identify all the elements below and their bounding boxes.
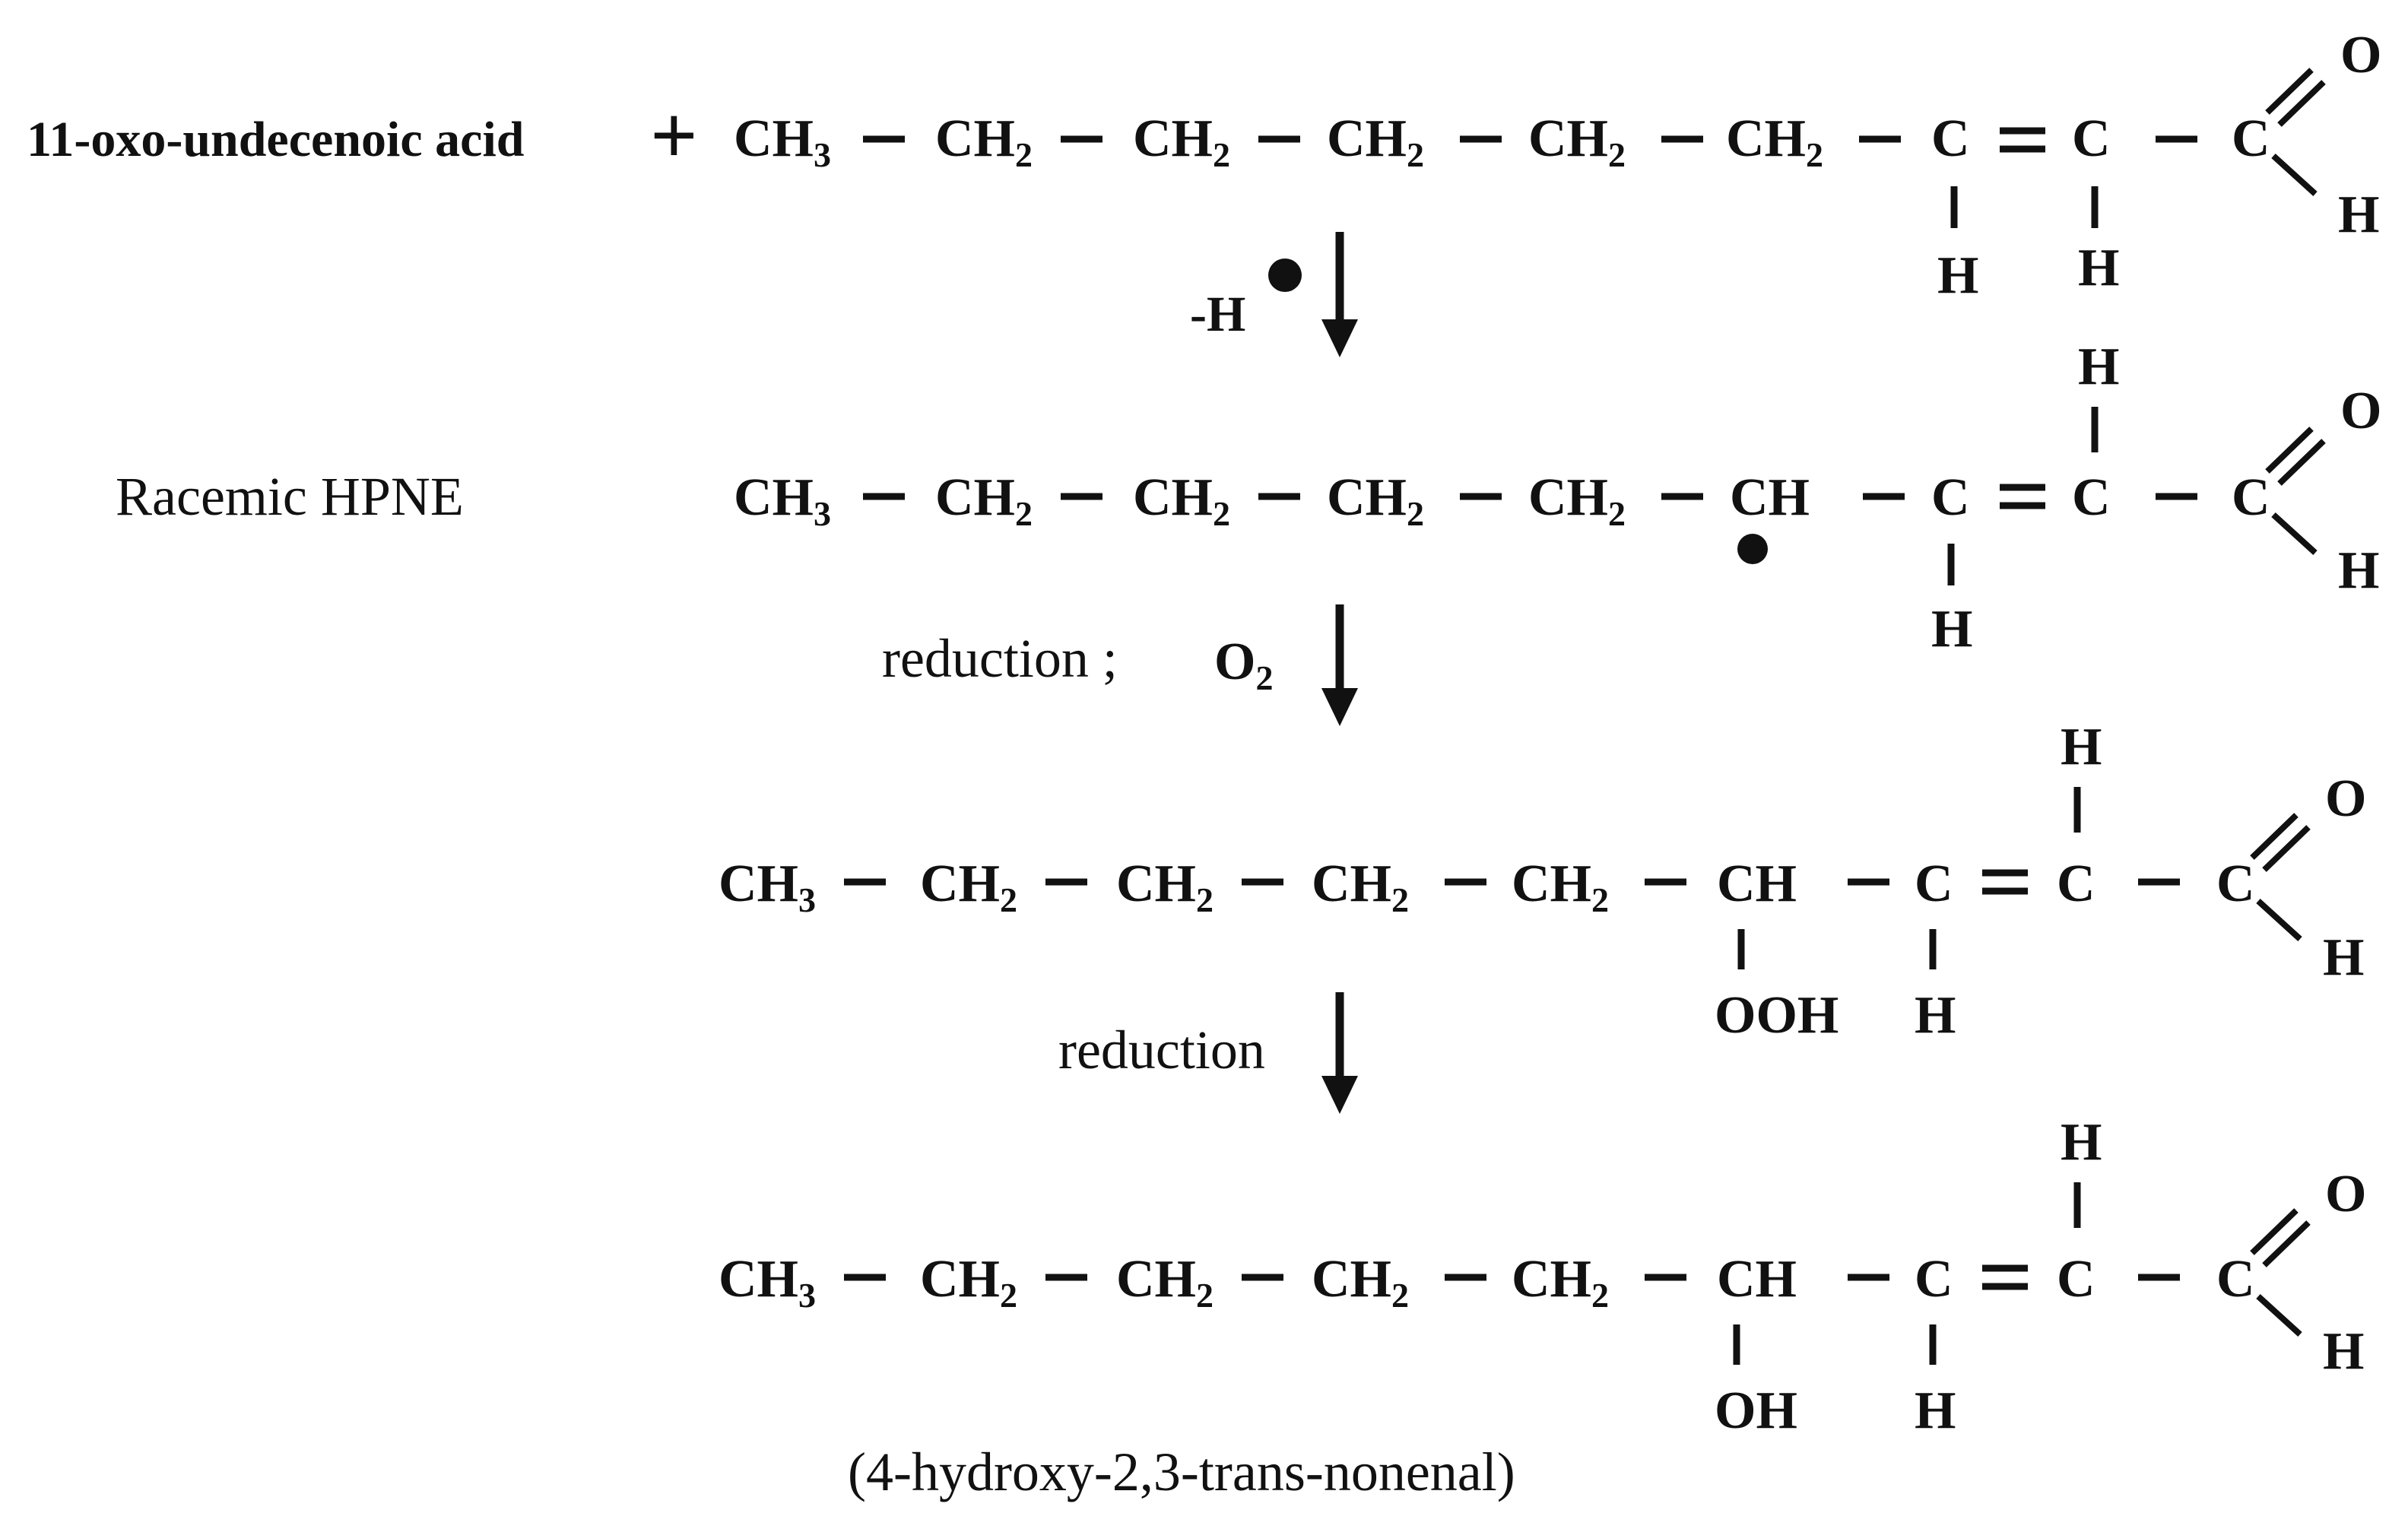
o-atom: O [2325, 1165, 2366, 1223]
aldehyde-c: C [2216, 855, 2255, 913]
radical-dot [1737, 534, 1768, 564]
ch2-group: CH2 [1528, 109, 1626, 174]
h-atom: H [2061, 1113, 2102, 1172]
c-atom: C [2072, 468, 2111, 527]
ch2-group: CH2 [1116, 855, 1214, 919]
ch2-group: CH2 [920, 855, 1017, 919]
o-atom: O [2325, 769, 2366, 828]
h-atom: H [1931, 600, 1972, 658]
single-bond [2256, 899, 2302, 941]
h-atom: H [2078, 338, 2119, 396]
ch3-group: CH3 [734, 468, 831, 533]
hydroperoxy-group: OOH [1715, 986, 1839, 1045]
ch2-group: CH2 [1312, 855, 1409, 919]
carbonyl-bond [2262, 1220, 2311, 1267]
carbonyl-bond [2250, 1208, 2299, 1255]
reaction-arrow-3: reduction [1058, 992, 1358, 1114]
ch-group: CH [1717, 1250, 1797, 1309]
ch2-group: CH2 [935, 468, 1033, 533]
molecule-row-2: CH3 CH2 CH2 CH2 CH2 CH C C C O H H H [734, 338, 2381, 658]
plus-sign: + [650, 89, 698, 182]
c-atom: C [2057, 1250, 2095, 1309]
hydroxy-group: OH [1715, 1381, 1797, 1440]
arrow-head [1321, 688, 1358, 726]
final-product-name: (4-hydroxy-2,3-trans-nonenal) [848, 1442, 1515, 1502]
carbonyl-bond [2250, 813, 2299, 860]
h-atom: H [2078, 239, 2119, 297]
ch3-group: CH3 [734, 109, 831, 174]
single-bond [2256, 1294, 2302, 1337]
ch-group: CH [1730, 468, 1810, 527]
carbonyl-bond [2277, 439, 2326, 486]
h-atom: H [1915, 986, 1956, 1045]
carbonyl-bond [2277, 80, 2326, 127]
step-2-reagent: reduction ; [882, 628, 1118, 689]
ch3-group: CH3 [719, 855, 816, 919]
h-atom: H [2061, 718, 2102, 776]
c-atom: C [2072, 109, 2111, 168]
h-atom: H [1915, 1381, 1956, 1440]
molecule-row-4: CH3 CH2 CH2 CH2 CH2 CH C C C O H H OH H [719, 1113, 2366, 1440]
c-atom: C [1931, 468, 1970, 527]
ch2-group: CH2 [1528, 468, 1626, 533]
ch2-group: CH2 [1726, 109, 1823, 174]
single-bond [2271, 512, 2318, 555]
ch3-group: CH3 [719, 1250, 816, 1315]
ch2-group: CH2 [920, 1250, 1017, 1315]
carbonyl-bond [2265, 68, 2314, 115]
ch2-group: CH2 [1327, 468, 1424, 533]
carbonyl-bond [2265, 427, 2314, 474]
reaction-arrow-1: -H [1190, 232, 1358, 357]
h-atom: H [2323, 1322, 2364, 1381]
oxygen-reagent: O2 [1214, 633, 1273, 697]
arrow-head [1321, 1076, 1358, 1114]
c-atom: C [1915, 1250, 1953, 1309]
radical-dot [1268, 259, 1302, 292]
h-atom: H [2338, 186, 2379, 244]
h-atom: H [2338, 541, 2379, 600]
product-label: Racemic HPNE [116, 466, 464, 527]
h-atom: H [1937, 246, 1978, 305]
c-atom: C [1915, 855, 1953, 913]
ch2-group: CH2 [1512, 1250, 1609, 1315]
molecule-row-1: CH3 CH2 CH2 CH2 CH2 CH2 C C C O H H H [734, 26, 2381, 305]
aldehyde-c: C [2216, 1250, 2255, 1309]
aldehyde-c: C [2232, 109, 2270, 168]
ch2-group: CH2 [935, 109, 1033, 174]
c-atom: C [1931, 109, 1970, 168]
reactant-label: 11-oxo-undecenoic acid [27, 112, 525, 167]
arrow-head [1321, 319, 1358, 357]
carbonyl-bond [2262, 825, 2311, 872]
ch2-group: CH2 [1312, 1250, 1409, 1315]
aldehyde-c: C [2232, 468, 2270, 527]
ch2-group: CH2 [1327, 109, 1424, 174]
c-atom: C [2057, 855, 2095, 913]
reaction-arrow-2: reduction ; O2 [882, 604, 1358, 726]
ch2-group: CH2 [1512, 855, 1609, 919]
h-atom: H [2323, 928, 2364, 987]
o-atom: O [2340, 382, 2381, 440]
ch2-group: CH2 [1116, 1250, 1214, 1315]
ch2-group: CH2 [1133, 468, 1230, 533]
ch-group: CH [1717, 855, 1797, 913]
single-bond [2271, 154, 2318, 196]
step-3-reagent: reduction [1058, 1020, 1265, 1080]
o-atom: O [2340, 26, 2381, 84]
molecule-row-3: CH3 CH2 CH2 CH2 CH2 CH C C C O H H OOH H [719, 718, 2366, 1045]
ch2-group: CH2 [1133, 109, 1230, 174]
step-1-reagent: -H [1190, 287, 1245, 342]
